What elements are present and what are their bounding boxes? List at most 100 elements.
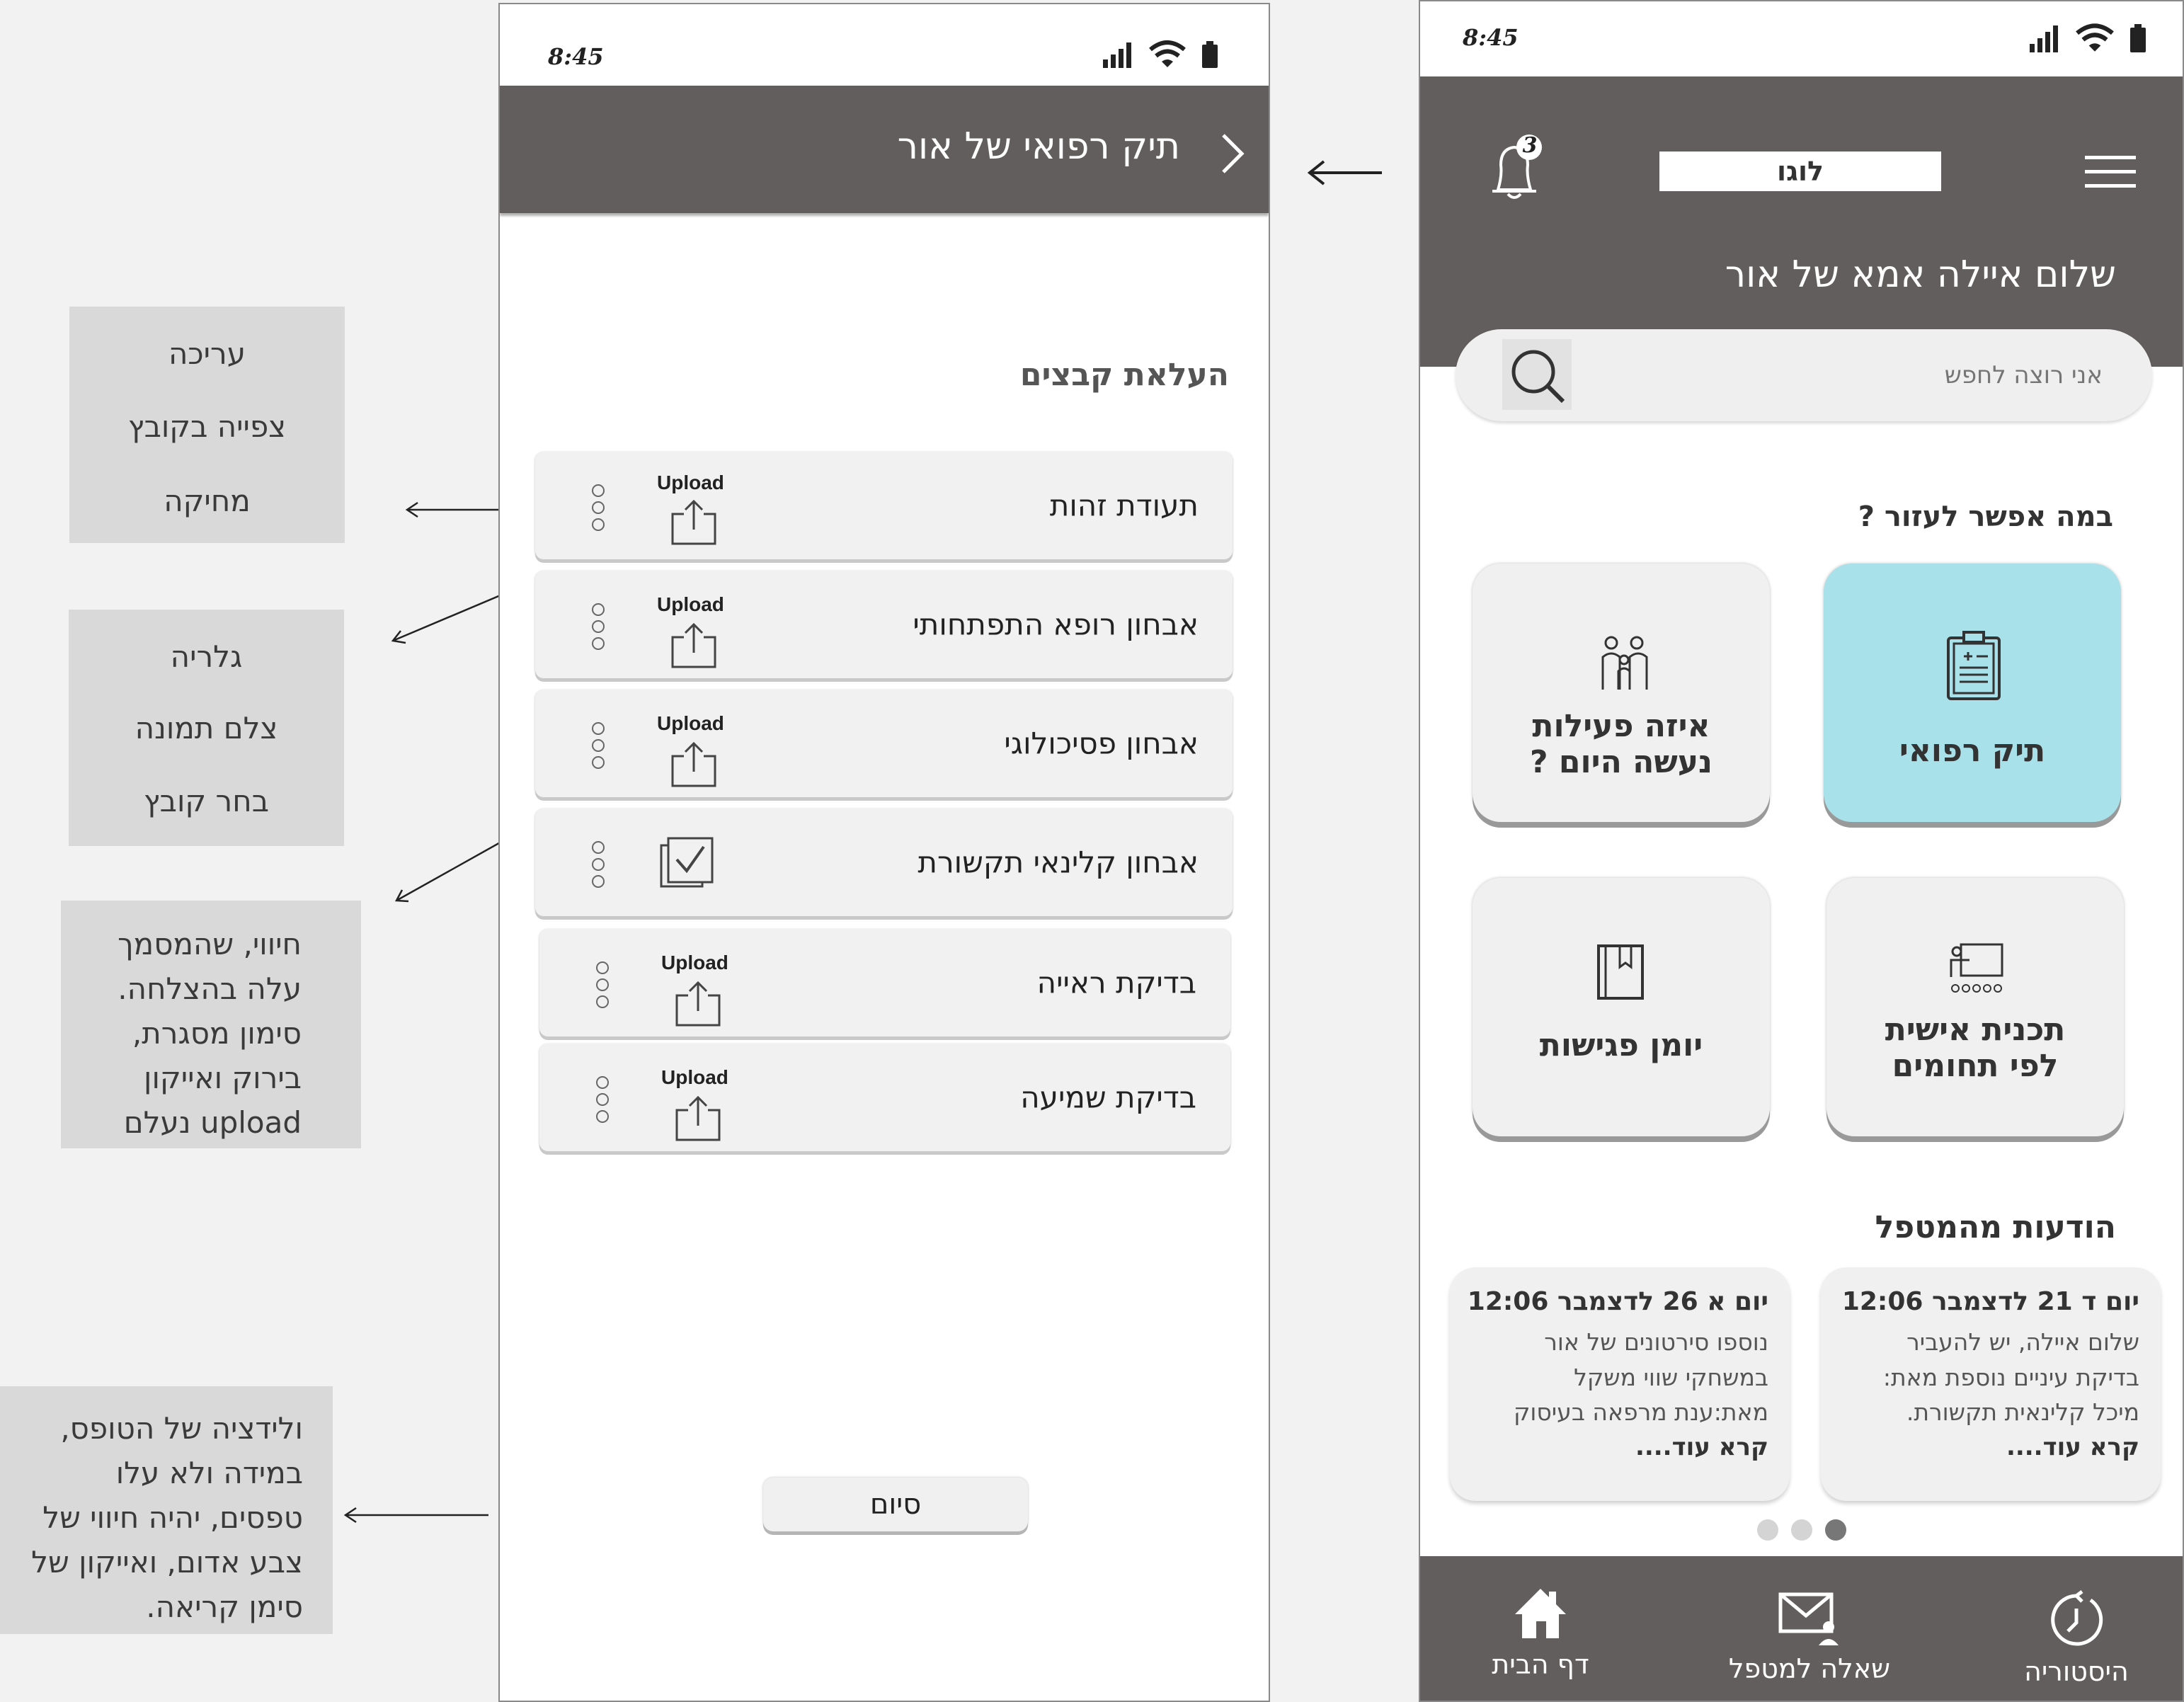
message-card[interactable]: יום ד 21 לדצמבר 12:06 שלום איילה, יש להע… xyxy=(1821,1267,2161,1501)
upload-label: Upload xyxy=(657,472,724,493)
section-title: העלאת קבצים xyxy=(1019,357,1229,393)
more-options-icon[interactable] xyxy=(592,722,605,769)
more-options-icon[interactable] xyxy=(592,603,605,650)
file-name: בדיקת ראייה xyxy=(1036,965,1196,1000)
search-bar[interactable] xyxy=(1456,329,2152,421)
back-chevron-icon[interactable] xyxy=(1220,132,1245,175)
page-title: תיק רפואי של אור xyxy=(897,125,1180,168)
note-line: חיווי, שהמסמך xyxy=(118,927,302,961)
finish-button[interactable]: סיום xyxy=(763,1478,1028,1531)
note-line: צבע אדום, ואייקון של xyxy=(31,1545,303,1580)
note-line: בחר קובץ xyxy=(144,784,269,818)
note-line: צפייה בקובץ xyxy=(127,409,287,444)
more-options-icon[interactable] xyxy=(596,961,609,1008)
tile-label: תיק רפואי xyxy=(1899,733,2046,769)
tile-medical-file[interactable]: תיק רפואי xyxy=(1824,564,2121,822)
messages-title: הודעות מהמטפל xyxy=(1875,1209,2116,1245)
carousel-dot[interactable] xyxy=(1757,1519,1778,1541)
status-time: 8:45 xyxy=(1463,24,1519,51)
bell-notification-icon[interactable]: 3 xyxy=(1482,133,1546,204)
signal-icon xyxy=(2030,25,2059,52)
note-success-feedback: חיווי, שהמסמך עלה בהצלחה. סימון מסגרת, ב… xyxy=(61,901,361,1148)
note-menu-options: עריכה צפייה בקובץ מחיקה xyxy=(69,307,345,543)
search-input[interactable] xyxy=(1678,350,2103,400)
tile-meetings-diary[interactable]: יומן פגישות xyxy=(1473,878,1770,1136)
file-name: אבחון קלינאי תקשורת xyxy=(917,845,1199,880)
notebook-icon xyxy=(1596,943,1645,1001)
teacher-board-icon xyxy=(1948,942,2005,995)
upload-label: Upload xyxy=(661,952,728,973)
note-line: גלריה xyxy=(170,639,243,674)
note-line: ולידציה של הטופס, xyxy=(60,1411,303,1446)
nav-history[interactable]: היסטוריה xyxy=(1999,1590,2154,1687)
carousel-dot-active[interactable] xyxy=(1825,1519,1846,1541)
wifi-icon xyxy=(2075,23,2115,52)
read-more-link[interactable]: קרא עוד.... xyxy=(1635,1432,1768,1461)
file-row[interactable]: אבחון רופא התפתחותי Upload xyxy=(535,571,1233,678)
upload-icon[interactable] xyxy=(671,622,716,668)
note-line: טפסים, יהיה חיווי של xyxy=(42,1500,303,1535)
nav-label: דף הבית xyxy=(1492,1649,1589,1680)
upload-icon[interactable] xyxy=(671,741,716,787)
note-line: בירוק ואייקון xyxy=(144,1061,302,1095)
more-options-icon[interactable] xyxy=(592,841,605,888)
upload-icon[interactable] xyxy=(675,980,721,1027)
hamburger-menu-icon[interactable] xyxy=(2085,156,2136,188)
status-bar: 8:45 xyxy=(1420,1,2183,76)
upload-icon[interactable] xyxy=(675,1095,721,1141)
greeting: שלום איילה אמא של אור xyxy=(1725,253,2116,296)
signal-icon xyxy=(1103,42,1133,68)
notification-count: 3 xyxy=(1522,133,1538,158)
status-time: 8:45 xyxy=(548,43,604,70)
family-icon xyxy=(1599,636,1651,692)
nav-home[interactable]: דף הבית xyxy=(1456,1586,1625,1680)
note-validation: ולידציה של הטופס, במידה ולא עלו טפסים, י… xyxy=(0,1386,333,1634)
note-line: עלה בהצלחה. xyxy=(118,971,302,1006)
file-row[interactable]: תעודת זהות Upload xyxy=(535,452,1233,559)
note-line: סימן קריאה. xyxy=(146,1589,303,1624)
help-title: במה אפשר לעזור ? xyxy=(1858,501,2113,533)
upload-icon[interactable] xyxy=(671,498,716,545)
note-line: צלם תמונה xyxy=(135,711,278,746)
file-name: תעודת זהות xyxy=(1049,488,1199,523)
home-screen: 8:45 3 לוגו שלום איילה אמא של אור במה אפ… xyxy=(1419,0,2184,1702)
app-header: תיק רפואי של אור xyxy=(500,86,1269,213)
more-options-icon[interactable] xyxy=(596,1076,609,1123)
read-more-link[interactable]: קרא עוד.... xyxy=(2006,1432,2139,1461)
note-line: upload נעלם xyxy=(123,1105,302,1140)
more-options-icon[interactable] xyxy=(592,484,605,531)
logo: לוגו xyxy=(1659,152,1941,191)
message-date: יום א 26 לדצמבר 12:06 xyxy=(1467,1287,1768,1316)
message-card[interactable]: יום א 26 לדצמבר 12:06 נוספו סירטונים של … xyxy=(1450,1267,1790,1501)
message-date: יום ד 21 לדצמבר 12:06 xyxy=(1841,1287,2139,1316)
file-name: בדיקת שמיעה xyxy=(1020,1080,1196,1115)
checkbox-checked-icon xyxy=(660,835,716,889)
wifi-icon xyxy=(1148,40,1187,68)
carousel-dots xyxy=(1757,1519,1846,1541)
clipboard-icon xyxy=(1944,631,2003,702)
search-icon[interactable] xyxy=(1502,339,1572,410)
file-row[interactable]: בדיקת ראייה Upload xyxy=(539,929,1230,1036)
file-row[interactable]: אבחון קלינאי תקשורת xyxy=(535,809,1233,916)
tile-label: יומן פגישות xyxy=(1539,1027,1703,1063)
upload-label: Upload xyxy=(657,593,724,615)
upload-label: Upload xyxy=(657,712,724,734)
carousel-dot[interactable] xyxy=(1791,1519,1812,1541)
note-line: מחיקה xyxy=(164,484,251,518)
mail-person-icon xyxy=(1778,1590,1841,1647)
note-line: סימון מסגרת, xyxy=(132,1016,302,1051)
nav-label: שאלה למטפל xyxy=(1728,1653,1891,1684)
nav-ask-therapist[interactable]: שאלה למטפל xyxy=(1703,1590,1916,1684)
status-bar: 8:45 xyxy=(500,4,1269,86)
note-upload-options: גלריה צלם תמונה בחר קובץ xyxy=(69,610,344,846)
battery-icon xyxy=(1202,41,1218,68)
upload-screen: 8:45 תיק רפואי של אור העלאת קבצים תעודת … xyxy=(498,3,1270,1702)
bottom-nav: היסטוריה שאלה למטפל דף הבית xyxy=(1420,1556,2183,1701)
file-name: אבחון רופא התפתחותי xyxy=(913,607,1199,642)
